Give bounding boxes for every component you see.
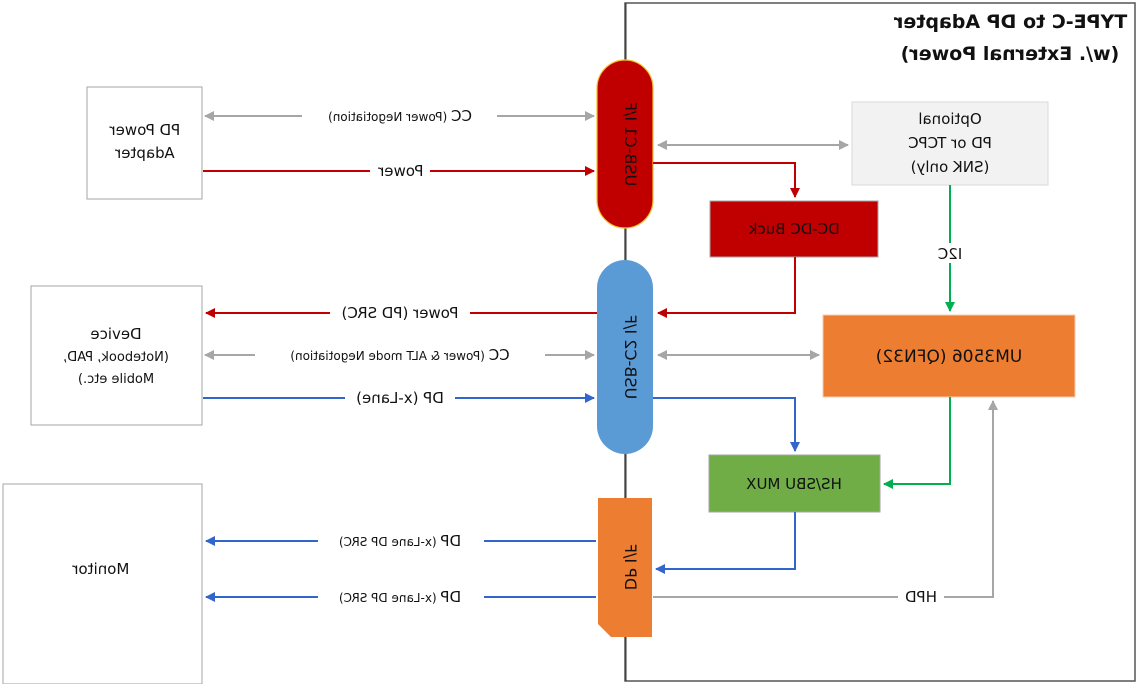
c2-mux-dp-line: [653, 397, 800, 452]
pd-power-adapter-line1: PD Power: [109, 121, 181, 139]
um3506-label: UM3506 (QFN32): [876, 347, 1023, 367]
device-line3: Mobile etc.): [78, 372, 154, 387]
i2c-label: I2C: [938, 245, 962, 263]
usb-c1-label: USB-C1 I/F: [621, 102, 640, 186]
usb-c1-if-block: USB-C1 I/F: [596, 59, 654, 229]
dcdc-c2-power-line: [657, 257, 796, 318]
dp-out2-label-bg: [318, 587, 484, 607]
mux-label: HS/SBU MUX: [746, 475, 842, 493]
cc2-label-bg: [255, 345, 545, 365]
monitor-block: Monitor: [2, 483, 203, 684]
cc1-label: CC (Power Negotiation): [328, 107, 472, 125]
dp-in-label-bg: [345, 388, 455, 408]
mux-dpif-line: [655, 512, 796, 574]
optional-line1: Optional: [918, 110, 981, 128]
hs-sbu-mux-block: HS/SBU MUX: [708, 454, 881, 513]
hpd-label-bg: [898, 587, 944, 607]
dp-if-label: DP I/F: [621, 544, 640, 590]
dp-if-block: DP I/F: [598, 498, 652, 637]
device-line1: Device: [90, 325, 141, 343]
device-block: Device (Notebook, PAD, Mobile etc.): [30, 285, 203, 426]
device-line2: (Notebook, PAD,: [63, 350, 169, 365]
dcdc-label: DC-DC Buck: [749, 220, 840, 238]
hpd-line: [653, 400, 998, 598]
power1-label: Power: [377, 162, 423, 180]
optional-line2: PD or TCPC: [908, 134, 992, 152]
c1-dcdc-power-line: [653, 162, 800, 198]
monitor-label: Monitor: [71, 560, 129, 578]
dp-out2-label: DP (x-Lane DP SRC): [339, 588, 461, 606]
um3506-block: UM3506 (QFN32): [822, 314, 1076, 398]
power-src-label: Power (PD SRC): [342, 304, 459, 322]
optional-pd-block: Optional PD or TCPC (SNK only): [851, 101, 1049, 186]
cc1-label-bg: [302, 106, 497, 126]
dcdc-buck-block: DC-DC Buck: [709, 200, 879, 258]
usb-c2-if-block: USB-C2 I/F: [597, 260, 653, 454]
um3506-mux-ctrl-line: [883, 397, 951, 489]
usb-c2-label: USB-C2 I/F: [621, 315, 640, 399]
dp-out1-label-bg: [318, 531, 484, 551]
i2c-label-bg: [932, 243, 968, 263]
title-line2: (w/. External Power): [901, 43, 1120, 65]
hpd-label: HPD: [905, 588, 937, 606]
power-src-label-bg: [330, 303, 470, 323]
pd-power-adapter-line2: Adapter: [114, 144, 174, 162]
dp-in-label: DP (x-Lane): [356, 389, 444, 407]
dp-out1-label: DP (x-Lane DP SRC): [339, 532, 461, 550]
cc2-label: CC (Power & ALT mode Negotiation): [290, 346, 509, 364]
pd-power-adapter-block: PD Power Adapter: [86, 86, 203, 200]
title-line1: TYPE-C to DP Adapter: [893, 11, 1127, 33]
optional-line3: (SNK only): [911, 158, 990, 176]
power1-label-bg: [370, 161, 430, 181]
